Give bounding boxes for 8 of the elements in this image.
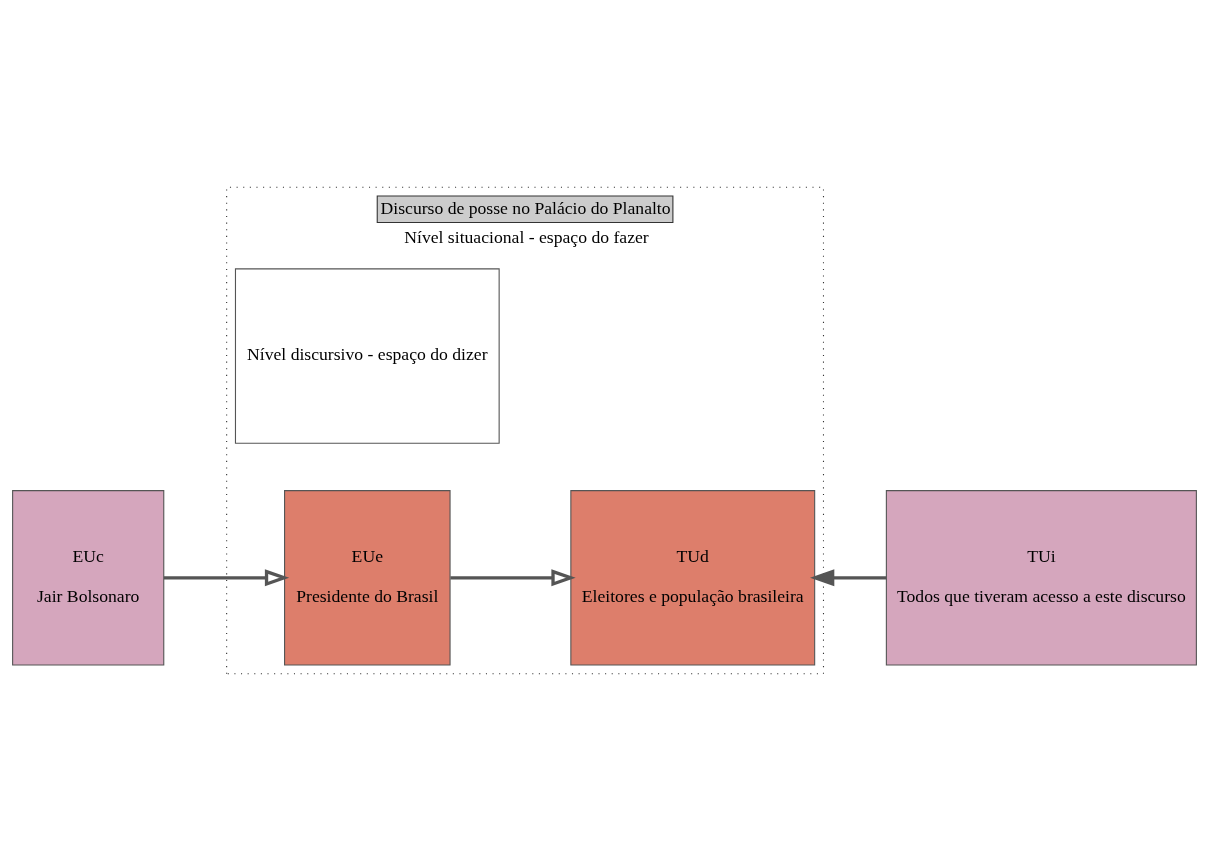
- node-box: EUc Jair Bolsonaro: [12, 490, 165, 666]
- node-box: TUd Eleitores e população brasileira: [570, 490, 816, 666]
- node-box: EUe Presidente do Brasil: [284, 490, 451, 666]
- arrow: [810, 569, 887, 587]
- node-box: Nível discursivo - espaço do dizer: [234, 268, 500, 444]
- arrow: [450, 569, 576, 587]
- node-box: TUi Todos que tiveram acesso a este discurso: [885, 490, 1197, 666]
- arrow: [163, 569, 290, 587]
